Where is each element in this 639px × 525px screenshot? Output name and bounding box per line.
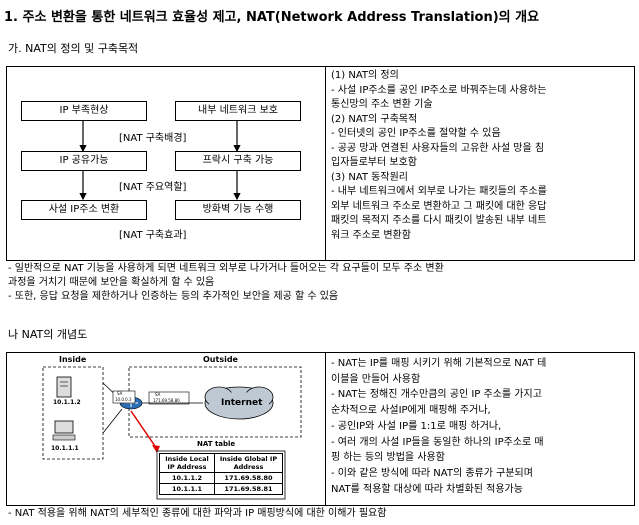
- flow-box-private-ip: 사설 IP주소 변환: [21, 200, 147, 220]
- text-line: 통신망의 주소 변환 기술: [331, 99, 433, 110]
- text-line: (2) NAT의 구축목적: [331, 113, 418, 125]
- outside-label: Outside: [203, 355, 238, 364]
- text-line: 패킷의 목적지 주소를 다시 패킷이 발송된 내부 네트: [331, 215, 547, 226]
- text-line: - 공인IP와 사설 IP를 1:1로 매핑 하거나,: [331, 420, 502, 432]
- nat-cell: 171.69.58.81: [213, 483, 284, 495]
- flow-box-network-protection: 내부 네트워크 보호: [175, 101, 301, 121]
- text-line: NAT를 적용할 대상에 따라 차별화된 적용가능: [331, 483, 523, 495]
- text-line: 핑 하는 등의 방법을 사용함: [331, 452, 445, 464]
- packet2-addr: 171.69.58.80: [153, 398, 180, 403]
- note-line: 과정을 거치기 때문에 보안을 확실하게 할 수 있음: [8, 277, 215, 288]
- text-line: - NAT는 정해진 개수만큼의 공인 IP 주소를 가지고: [331, 389, 542, 401]
- text-line: (1) NAT의 정의: [331, 70, 399, 81]
- text-line: 순차적으로 사설IP에게 매핑해 주거나,: [331, 405, 491, 417]
- nat-cell: 10.1.1.2: [159, 472, 215, 484]
- host2-ip: 10.1.1.1: [51, 445, 79, 452]
- text-line: 외부 네트워크 주소로 변환하고 그 패킷에 대한 응답: [331, 200, 547, 212]
- concept-text: - NAT는 IP를 매핑 시키기 위해 기본적으로 NAT 테 이블을 만들어…: [331, 356, 629, 497]
- flow-label-role: [NAT 주요역할]: [119, 182, 187, 193]
- nat-cell: 171.69.58.80: [213, 472, 284, 484]
- packet1-addr: 10.0.0.3: [115, 397, 132, 402]
- text-line: - NAT는 IP를 매핑 시키기 위해 기본적으로 NAT 테: [331, 358, 547, 369]
- text-line: 워크 주소로 변환함: [331, 229, 411, 241]
- nat-cell: 10.1.1.1: [159, 483, 215, 495]
- packet2-sa: SA: [155, 392, 161, 397]
- workstation-icon: [52, 420, 76, 441]
- definition-text: (1) NAT의 정의 - 사설 IP주소를 공인 IP주소로 바꿔주는데 사용…: [331, 69, 629, 243]
- packet1-sa: SA: [117, 391, 123, 396]
- nat-col-local: Inside Local IP Address: [159, 453, 215, 473]
- text-line: - 내부 네트워크에서 외부로 나가는 패킷들의 주소를: [331, 186, 547, 197]
- text-line: - 여러 개의 사설 IP들을 동일한 하나의 IP주소로 매: [331, 436, 544, 448]
- server-icon: [56, 376, 72, 398]
- definition-box: IP 부족현상 내부 네트워크 보호 [NAT 구축배경] IP 공유가능 프락…: [6, 66, 635, 261]
- flow-box-firewall: 방화벽 기능 수행: [175, 200, 301, 220]
- nat-col-global: Inside Global IP Address: [213, 453, 284, 473]
- host1-ip: 10.1.1.2: [53, 399, 81, 406]
- inside-label: Inside: [59, 355, 87, 364]
- flow-arrows: [79, 121, 241, 201]
- text-line: (3) NAT 동작원리: [331, 171, 408, 183]
- section-b-note: - NAT 적용을 위해 NAT의 세부적인 종류에 대한 파악과 IP 매핑방…: [8, 508, 387, 519]
- page-title: 1. 주소 변환을 통한 네트워크 효율성 제고, NAT(Network Ad…: [4, 10, 540, 25]
- flow-label-effect: [NAT 구축효과]: [119, 230, 187, 241]
- flow-box-proxy: 프락시 구축 가능: [175, 151, 301, 171]
- flow-label-background: [NAT 구축배경]: [119, 133, 187, 144]
- section-b-heading: 나 NAT의 개념도: [8, 328, 88, 341]
- divider: [325, 67, 326, 260]
- flow-box-ip-sharing: IP 공유가능: [21, 151, 147, 171]
- divider: [325, 353, 326, 505]
- text-line: - 이와 같은 방식에 따라 NAT의 종류가 구분되며: [331, 467, 533, 479]
- note-line: - 일반적으로 NAT 기능을 사용하게 되면 네트워크 외부로 나가거나 들어…: [8, 263, 444, 274]
- internet-label: Internet: [221, 398, 263, 408]
- internet-cloud-icon: [204, 386, 274, 420]
- text-line: - 공공 망과 연결된 사용자들의 고유한 사설 망을 침: [331, 142, 545, 154]
- section-a-notes: - 일반적으로 NAT 기능을 사용하게 되면 네트워크 외부로 나가거나 들어…: [8, 262, 444, 304]
- nat-table: Inside Local IP Address Inside Global IP…: [159, 453, 284, 495]
- text-line: - 인터넷의 공인 IP주소를 절약할 수 있음: [331, 128, 501, 139]
- concept-box: Inside Outside 10.1.1.2 10.1.1.1 SA 10.0…: [6, 352, 635, 506]
- flow-box-ip-shortage: IP 부족현상: [21, 101, 147, 121]
- text-line: 입자들로부터 보호함: [331, 157, 417, 168]
- text-line: 이블을 만들어 사용함: [331, 373, 421, 385]
- section-a-heading: 가. NAT의 정의 및 구축목적: [8, 42, 139, 55]
- text-line: - 사설 IP주소를 공인 IP주소로 바꿔주는데 사용하는: [331, 84, 547, 96]
- nat-table-title: NAT table: [197, 440, 236, 448]
- note-line: - 또한, 응답 요청을 제한하거나 인증하는 등의 추가적인 보안을 제공 할…: [8, 291, 339, 302]
